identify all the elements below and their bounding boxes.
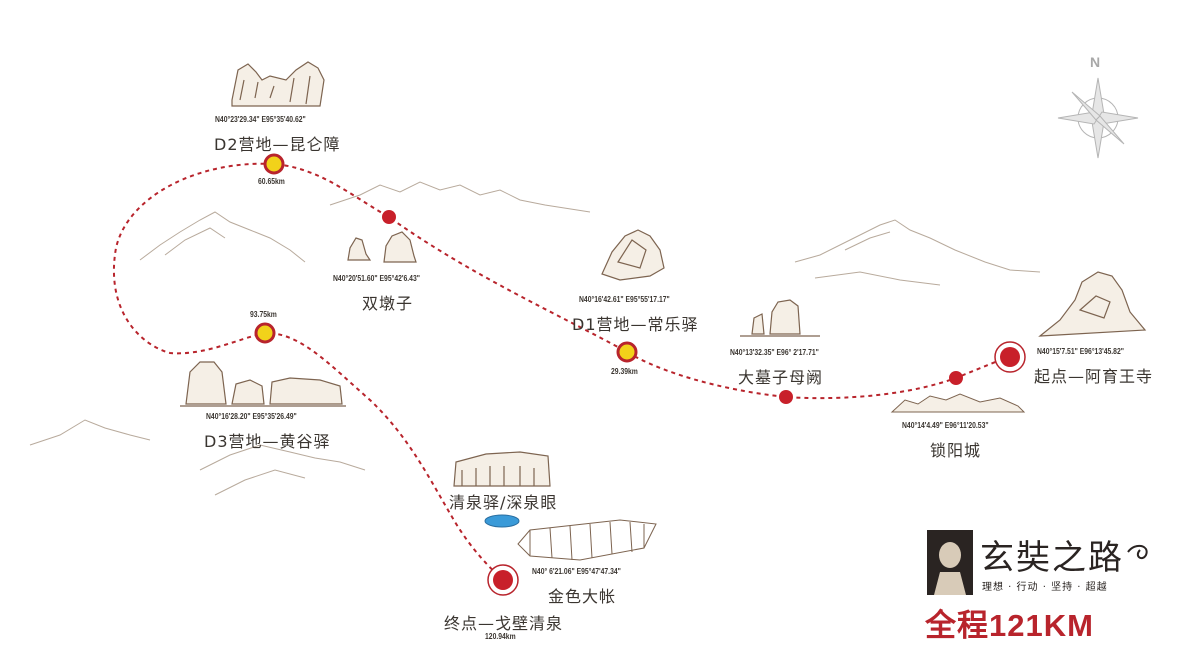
damuzimuque-sketch [740, 299, 820, 337]
d1-name: D1营地—常乐驿 [572, 315, 699, 334]
route-path [113, 162, 1011, 581]
d2-coord: N40°23'29.34" E95°35'40.62" [215, 115, 306, 124]
d1-coord: N40°16'42.61" E95°55'17.17" [579, 295, 670, 304]
spring-pool [484, 514, 520, 528]
d2-distance: 60.65km [258, 177, 285, 186]
brand-tagline: 理想 · 行动 · 坚持 · 超越 [982, 582, 1108, 593]
jinse-coord: N40° 6'21.06" E95°47'47.34" [532, 567, 621, 576]
d1-camp-node [616, 341, 638, 363]
qingquanyi-sketch [453, 451, 551, 487]
damu-name: 大墓子母阙 [738, 368, 824, 387]
xuanzang-portrait-icon [927, 530, 973, 595]
start-name: 起点—阿育王寺 [1034, 367, 1154, 386]
jinse-name: 金色大帐 [548, 587, 617, 606]
damu-node [779, 390, 793, 404]
brand-title: 玄奘之路 [980, 538, 1124, 578]
changleyi-sketch [601, 229, 665, 281]
huangguyi-sketch [180, 361, 346, 407]
ayuwang-temple-sketch [1038, 271, 1147, 337]
d3-distance: 93.75km [250, 310, 277, 319]
shuangdun-coord: N40°20'51.60" E95°42'6.43" [333, 274, 420, 283]
d3-camp-node [254, 322, 276, 344]
mountain-sketches [29, 181, 1041, 496]
end-marker-core [493, 570, 513, 590]
golden-tent-sketch [517, 519, 657, 561]
end-name: 终点—戈壁清泉 [444, 614, 564, 633]
suoyangcheng-sketch [890, 393, 1026, 413]
total-distance: 全程121KM [925, 608, 1094, 643]
compass-rose-icon [1057, 77, 1139, 159]
d2-camp-node [263, 153, 285, 175]
shuangdunzi-sketch [347, 231, 417, 263]
d1-distance: 29.39km [611, 367, 638, 376]
d3-coord: N40°16'28.20" E95°35'26.49" [206, 412, 297, 421]
d3-name: D3营地—黄谷驿 [204, 432, 331, 451]
damu-coord: N40°13'32.35" E96° 2'17.71" [730, 348, 819, 357]
qingquan-name: 清泉驿/深泉眼 [449, 493, 558, 512]
end-distance: 120.94km [485, 632, 516, 641]
start-marker-core [1000, 347, 1020, 367]
suoyang-node [949, 371, 963, 385]
shuangdun-name: 双墩子 [362, 294, 414, 313]
d2-name: D2营地—昆仑障 [214, 135, 341, 154]
kunlunzhang-sketch [231, 61, 325, 107]
brand-flourish [1127, 544, 1148, 560]
route-nodes [254, 153, 1026, 596]
start-coord: N40°15'7.51" E96°13'45.82" [1037, 347, 1124, 356]
suoyang-coord: N40°14'4.49" E96°11'20.53" [902, 421, 989, 430]
shuangdun-node [382, 210, 396, 224]
compass-north-label: N [1090, 54, 1101, 70]
suoyang-name: 锁阳城 [930, 441, 982, 460]
